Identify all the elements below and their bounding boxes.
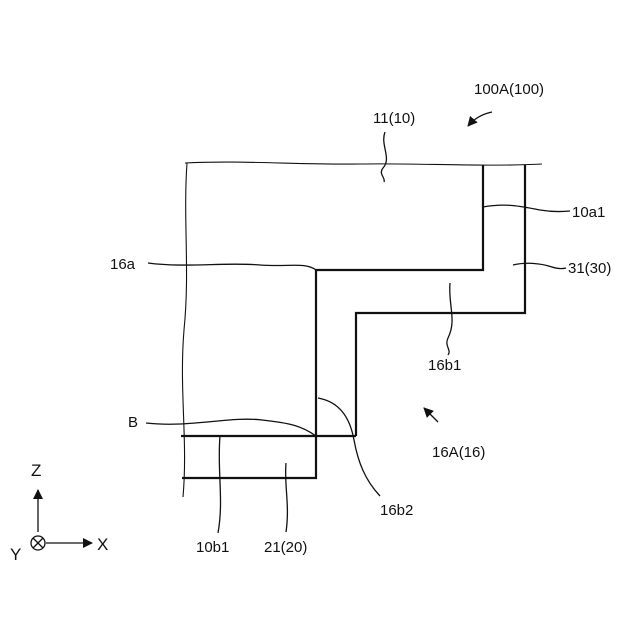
label-assembly: 100A(100) bbox=[474, 81, 544, 98]
member-21-outline bbox=[182, 436, 316, 478]
label-member-31: 31(30) bbox=[568, 260, 611, 277]
label-10b1: 10b1 bbox=[196, 539, 229, 556]
label-16a-part: 16A(16) bbox=[432, 444, 485, 461]
label-point-b: B bbox=[128, 414, 138, 431]
y-axis-into-page-icon bbox=[31, 536, 45, 550]
leader-16b1 bbox=[447, 283, 452, 355]
leader-member-top bbox=[381, 132, 386, 182]
axis-label-y: Y bbox=[10, 545, 21, 564]
label-10a1: 10a1 bbox=[572, 204, 605, 221]
leader-member-21 bbox=[286, 463, 288, 532]
leader-member-31 bbox=[513, 263, 566, 268]
axes-indicator: Z X Y bbox=[10, 461, 108, 564]
boundary-16a bbox=[148, 263, 316, 270]
arrow-16a-part bbox=[424, 408, 438, 422]
arrow-assembly bbox=[468, 112, 492, 126]
label-member-top: 11(10) bbox=[373, 110, 415, 127]
label-16a: 16a bbox=[110, 256, 136, 273]
label-16b2: 16b2 bbox=[380, 502, 413, 519]
leader-16b2 bbox=[318, 398, 380, 496]
label-16b1: 16b1 bbox=[428, 357, 461, 374]
member-11-left-cut-edge bbox=[182, 163, 187, 497]
member-11-top-cut-edge bbox=[185, 162, 542, 165]
leader-10b1 bbox=[218, 436, 221, 533]
leader-point-b bbox=[146, 419, 316, 436]
member-11-step-outline bbox=[316, 165, 483, 436]
label-member-21: 21(20) bbox=[264, 539, 307, 556]
axis-label-z: Z bbox=[31, 461, 41, 480]
leader-10a1 bbox=[483, 205, 570, 212]
axis-label-x: X bbox=[97, 535, 108, 554]
